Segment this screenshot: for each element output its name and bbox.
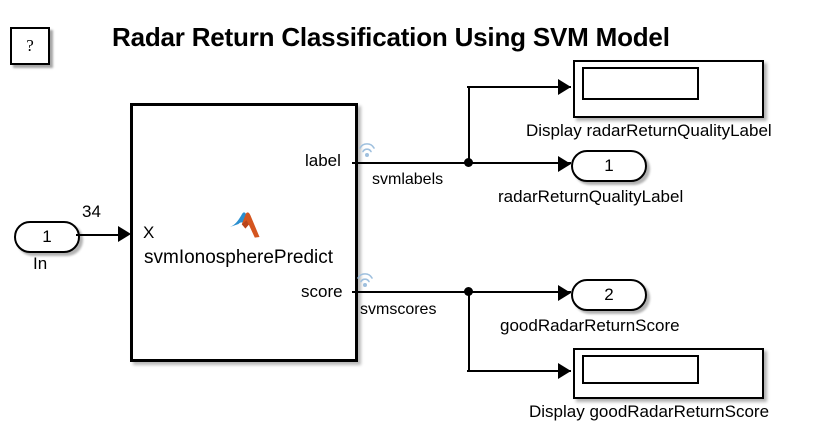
svm-output-port-label-score: score (301, 282, 343, 301)
wire-label-signal[interactable] (352, 162, 571, 164)
matlab-logo-icon (228, 209, 262, 243)
wire-label-to-display[interactable] (467, 86, 571, 88)
outport-1-label: radarReturnQualityLabel (498, 187, 684, 206)
outport-2[interactable]: 2 (571, 279, 647, 311)
signal-width-annotation: 34 (82, 202, 101, 221)
inport-1[interactable]: 1 (14, 221, 80, 253)
inport-1-label: In (33, 254, 48, 273)
svm-block-name: svmIonospherePredict (144, 247, 334, 268)
arrow-outport-2-input (558, 285, 571, 301)
arrow-display-label-input (558, 79, 571, 95)
arrow-display-score-input (558, 363, 571, 379)
display-good-radar-return-score-name: Display goodRadarReturnScore (529, 402, 770, 421)
outport-2-label: goodRadarReturnScore (500, 316, 680, 335)
display-radar-return-quality-label-name: Display radarReturnQualityLabel (526, 121, 772, 140)
signal-label-svmlabels[interactable]: svmlabels (372, 171, 444, 188)
svm-ionosphere-predict-block[interactable] (130, 103, 358, 362)
svm-output-port-label-label: label (305, 151, 341, 170)
help-block[interactable]: ? (10, 27, 50, 65)
display-radar-return-quality-label-value (582, 67, 699, 100)
wire-score-branch-down[interactable] (468, 291, 470, 371)
wire-inport-to-svm[interactable] (76, 234, 124, 236)
display-good-radar-return-score-block[interactable] (573, 348, 764, 399)
wire-score-signal[interactable] (352, 291, 571, 293)
wire-score-to-display[interactable] (467, 370, 571, 372)
signal-logging-icon (356, 272, 374, 288)
arrow-outport-1-input (558, 156, 571, 172)
signal-label-svmscores[interactable]: svmscores (360, 301, 437, 318)
outport-1[interactable]: 1 (571, 150, 647, 182)
svm-input-port-label-x: X (143, 223, 155, 242)
wire-label-branch-up[interactable] (468, 87, 470, 163)
display-good-radar-return-score-value (582, 355, 699, 384)
display-radar-return-quality-label-block[interactable] (573, 60, 764, 118)
signal-logging-icon (358, 142, 376, 158)
arrow-svm-input (118, 226, 131, 242)
model-title: Radar Return Classification Using SVM Mo… (112, 22, 670, 52)
